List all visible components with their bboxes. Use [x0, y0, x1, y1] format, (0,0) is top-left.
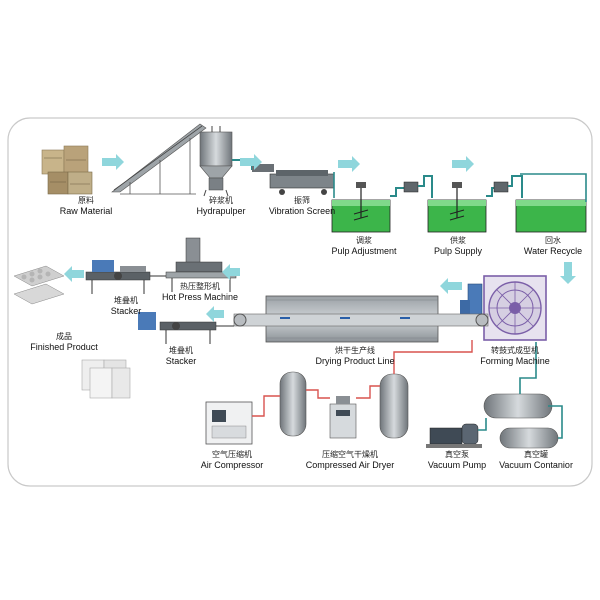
- label-en: Raw Material: [59, 206, 113, 216]
- pulp-tank-icon: [331, 182, 391, 233]
- flow-arrow-icon: [240, 154, 262, 170]
- label-zh: 碎浆机: [209, 196, 233, 205]
- pulper-hopper-icon: [111, 123, 253, 197]
- pulp-tank-icon: [427, 182, 487, 233]
- label-en: Air Compressor: [200, 460, 264, 470]
- label-zh: 热压整形机: [180, 282, 220, 291]
- label-en: Hot Press Machine: [161, 292, 239, 302]
- label-air-compressor: 空气压缩机 Air Compressor: [196, 450, 268, 470]
- label-stacker-top: 堆叠机 Stacker: [104, 296, 148, 316]
- label-en: Pulp Adjustment: [331, 246, 397, 256]
- label-en: Compressed Air Dryer: [305, 460, 395, 470]
- label-zh: 真空罐: [524, 450, 548, 459]
- label-en: Vacuum Pump: [427, 460, 487, 470]
- pulp-tank-icon: [515, 199, 587, 233]
- label-en: Finished Product: [30, 342, 98, 352]
- air-receiver-tank-icon: [279, 371, 307, 437]
- label-en: Stacker: [165, 356, 197, 366]
- flow-arrow-icon: [206, 306, 224, 322]
- vibration-screen-icon: [252, 164, 335, 195]
- label-vacuum-container: 真空罐 Vacuum Contanior: [494, 450, 578, 470]
- label-zh: 振筛: [294, 196, 310, 205]
- cardboard-bales-icon: [41, 145, 93, 195]
- label-en: Vibration Screen: [268, 206, 336, 216]
- label-zh: 真空泵: [445, 450, 469, 459]
- flow-arrow-icon: [222, 264, 240, 280]
- vacuum-lines: [478, 342, 563, 439]
- label-water-recycle: 回水 Water Recycle: [518, 236, 588, 256]
- process-flow-arrows: [64, 154, 576, 322]
- label-hot-press: 热压整形机 Hot Press Machine: [160, 282, 240, 302]
- label-zh: 成品: [56, 332, 72, 341]
- label-air-dryer: 压缩空气干燥机 Compressed Air Dryer: [298, 450, 402, 470]
- label-hydrapulper: 碎浆机 Hydrapulper: [186, 196, 256, 216]
- label-finished-product: 成品 Finished Product: [24, 332, 104, 352]
- label-zh: 堆叠机: [169, 346, 193, 355]
- flow-arrow-icon: [452, 156, 474, 172]
- label-zh: 原料: [78, 196, 94, 205]
- flow-arrow-icon: [440, 278, 462, 294]
- label-zh: 烘干生产线: [335, 346, 375, 355]
- label-en: Hydrapulper: [196, 206, 246, 216]
- label-vibration-screen: 振筛 Vibration Screen: [262, 196, 342, 216]
- label-en: Drying Product Line: [315, 356, 395, 366]
- flow-arrow-icon: [102, 154, 124, 170]
- stacker-icon: [138, 312, 234, 344]
- label-forming-machine: 转鼓式成型机 Forming Machine: [474, 346, 556, 366]
- label-zh: 压缩空气干燥机: [322, 450, 378, 459]
- flow-arrow-icon: [64, 266, 84, 282]
- stacker-icon: [85, 260, 151, 294]
- flow-arrow-icon: [338, 156, 360, 172]
- label-zh: 空气压缩机: [212, 450, 252, 459]
- label-zh: 供浆: [450, 236, 466, 245]
- label-zh: 堆叠机: [114, 296, 138, 305]
- label-pulp-adjustment: 调浆 Pulp Adjustment: [324, 236, 404, 256]
- label-zh: 调浆: [356, 236, 372, 245]
- label-stacker-bottom: 堆叠机 Stacker: [156, 346, 206, 366]
- air-receiver-tank-icon: [379, 373, 409, 439]
- dryer-tunnel-icon: [233, 295, 489, 343]
- diagram-frame: [7, 117, 593, 487]
- label-pulp-supply: 供浆 Pulp Supply: [424, 236, 492, 256]
- label-en: Stacker: [110, 306, 142, 316]
- label-en: Vacuum Contanior: [499, 460, 573, 470]
- label-en: Water Recycle: [523, 246, 583, 256]
- flow-arrow-icon: [560, 262, 576, 284]
- label-en: Forming Machine: [480, 356, 550, 366]
- transfer-pipes: [333, 172, 587, 202]
- compressed-air-lines: [252, 340, 473, 417]
- rotary-drum-icon: [460, 275, 547, 341]
- label-zh: 转鼓式成型机: [491, 346, 539, 355]
- label-en: Pulp Supply: [433, 246, 483, 256]
- label-vacuum-pump: 真空泵 Vacuum Pump: [424, 450, 490, 470]
- vacuum-pump-icon: [426, 423, 482, 448]
- label-zh: 回水: [545, 236, 561, 245]
- air-dryer-icon: [329, 396, 357, 439]
- label-raw-material: 原料 Raw Material: [48, 196, 124, 216]
- vacuum-tank-icon: [483, 393, 559, 449]
- hot-press-icon: [150, 237, 237, 292]
- egg-tray-icon: [13, 265, 131, 399]
- label-drying-line: 烘干生产线 Drying Product Line: [310, 346, 400, 366]
- compressor-icon: [205, 401, 253, 445]
